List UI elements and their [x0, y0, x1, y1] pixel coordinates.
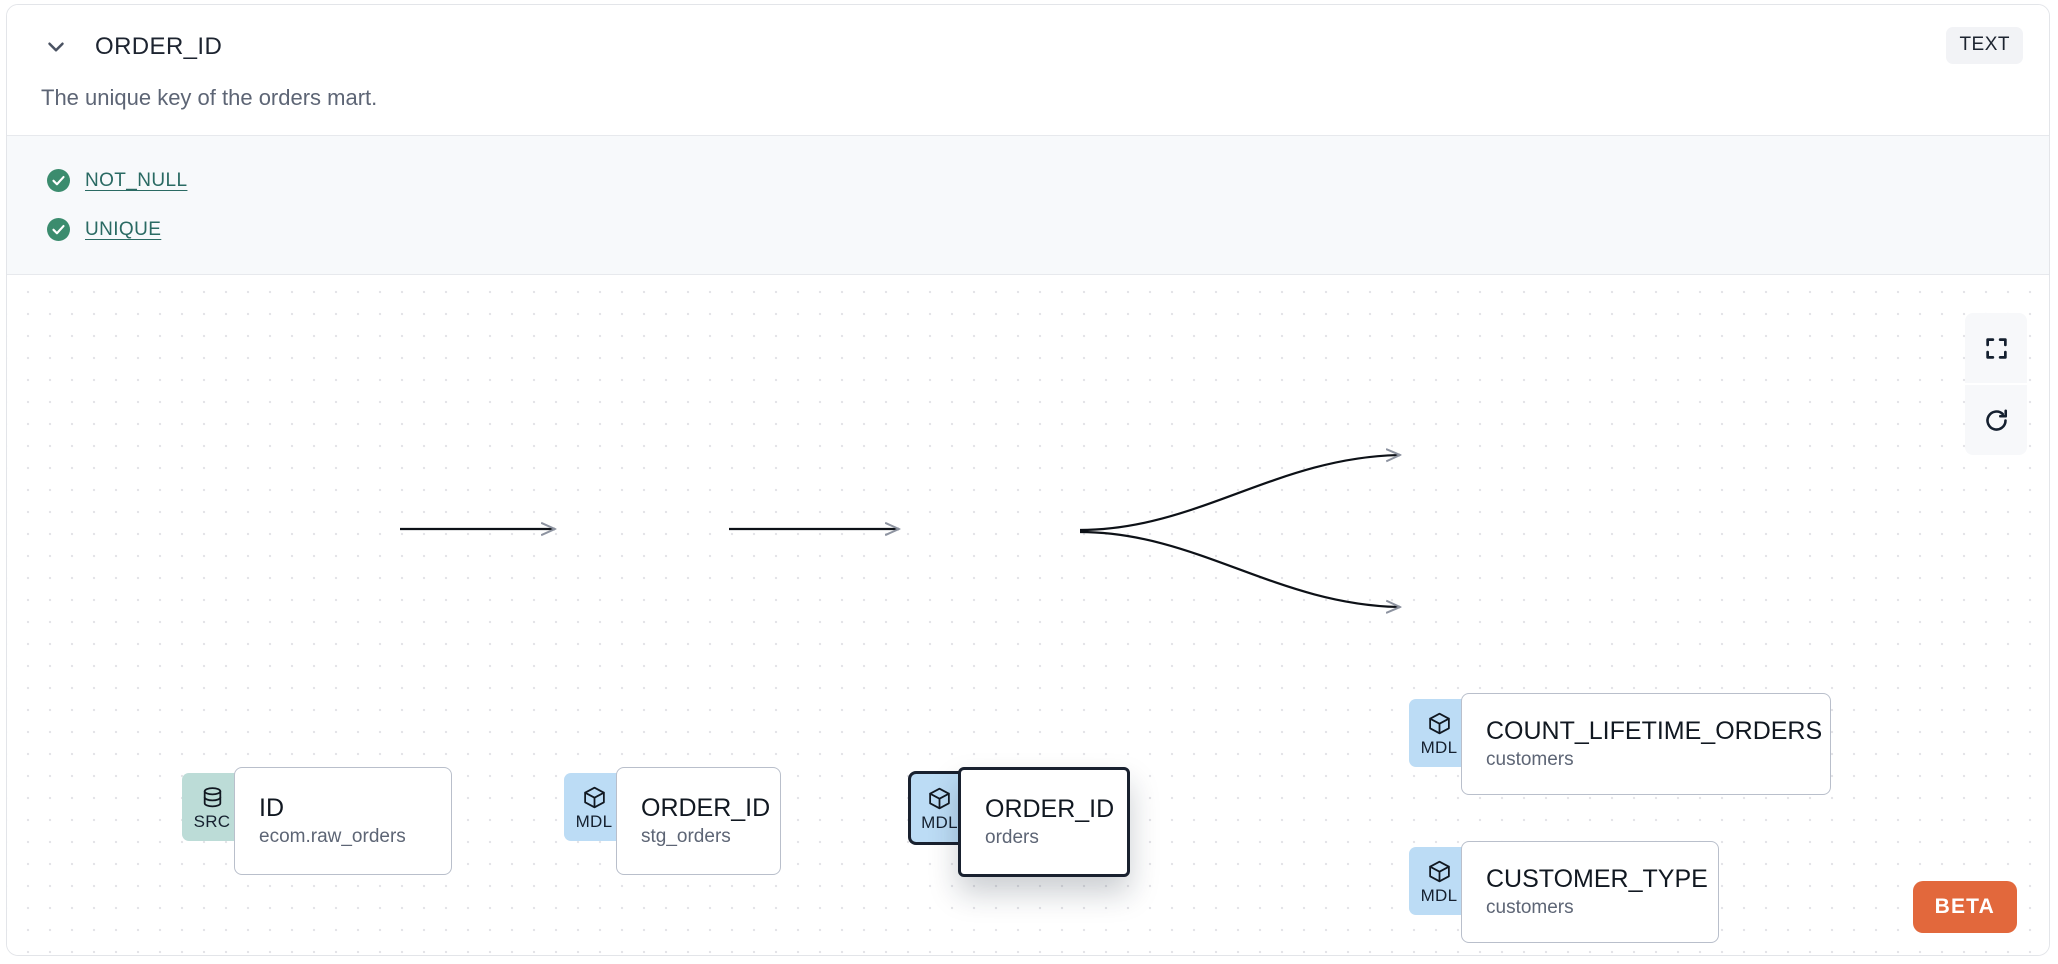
lineage-node-count-lifetime-orders[interactable]: MDL COUNT_LIFETIME_ORDERS customers [1409, 693, 1831, 795]
column-type-badge: TEXT [1946, 27, 2023, 64]
node-column-name: CUSTOMER_TYPE [1486, 864, 1708, 893]
check-circle-icon [47, 218, 70, 241]
tests-section: NOT_NULL UNIQUE [7, 135, 2049, 275]
node-badge-label: MDL [575, 811, 613, 831]
canvas-controls [1965, 313, 2027, 455]
check-circle-icon [47, 169, 70, 192]
column-detail-card: ORDER_ID TEXT The unique key of the orde… [6, 4, 2050, 956]
node-body: COUNT_LIFETIME_ORDERS customers [1461, 693, 1831, 795]
column-header: ORDER_ID TEXT The unique key of the orde… [7, 5, 2049, 135]
page-title: ORDER_ID [95, 33, 223, 60]
lineage-node-src[interactable]: SRC ID ecom.raw_orders [182, 767, 452, 875]
node-source-name: customers [1486, 748, 1574, 770]
fit-view-button[interactable] [1965, 313, 2027, 383]
node-badge-src: SRC [182, 773, 242, 841]
cube-icon [1427, 859, 1452, 884]
node-column-name: ORDER_ID [641, 793, 771, 822]
column-title-row[interactable]: ORDER_ID [43, 33, 222, 61]
lineage-node-stg-orders[interactable]: MDL ORDER_ID stg_orders [564, 767, 781, 875]
refresh-icon [1983, 407, 2010, 434]
database-icon [200, 785, 225, 810]
node-badge-label: MDL [1420, 737, 1458, 757]
node-source-name: stg_orders [641, 825, 731, 847]
node-body: ORDER_ID stg_orders [616, 767, 781, 875]
test-row: NOT_NULL [47, 156, 2049, 205]
edge-orders-to-customer-type [1079, 530, 1400, 607]
beta-badge[interactable]: BETA [1912, 881, 2017, 933]
cube-icon [582, 785, 607, 810]
fit-view-icon [1984, 336, 2009, 361]
node-body: CUSTOMER_TYPE customers [1461, 841, 1719, 943]
node-badge-label: MDL [1420, 885, 1458, 905]
chevron-down-icon[interactable] [43, 34, 69, 60]
node-source-name: orders [985, 826, 1039, 848]
node-badge-mdl: MDL [1409, 847, 1469, 915]
lineage-node-orders-selected[interactable]: MDL ORDER_ID orders [908, 767, 1130, 877]
column-description: The unique key of the orders mart. [41, 85, 378, 110]
refresh-button[interactable] [1965, 385, 2027, 455]
node-body: ID ecom.raw_orders [234, 767, 452, 875]
node-column-name: ID [259, 793, 284, 822]
cube-icon [1427, 711, 1452, 736]
test-row: UNIQUE [47, 205, 2049, 254]
node-column-name: ORDER_ID [985, 794, 1115, 823]
test-link-not-null[interactable]: NOT_NULL [85, 169, 188, 191]
node-badge-mdl: MDL [1409, 699, 1469, 767]
node-badge-label: SRC [193, 811, 231, 831]
lineage-canvas[interactable]: SRC ID ecom.raw_orders [7, 275, 2049, 955]
test-link-unique[interactable]: UNIQUE [85, 218, 162, 240]
node-column-name: COUNT_LIFETIME_ORDERS [1486, 716, 1823, 745]
node-source-name: ecom.raw_orders [259, 825, 406, 847]
node-source-name: customers [1486, 896, 1574, 918]
node-body: ORDER_ID orders [958, 767, 1130, 877]
edge-orders-to-count [1079, 455, 1400, 532]
node-badge-label: MDL [921, 812, 958, 832]
lineage-node-customer-type[interactable]: MDL CUSTOMER_TYPE customers [1409, 841, 1719, 943]
cube-icon [927, 786, 952, 811]
node-badge-mdl: MDL [564, 773, 624, 841]
